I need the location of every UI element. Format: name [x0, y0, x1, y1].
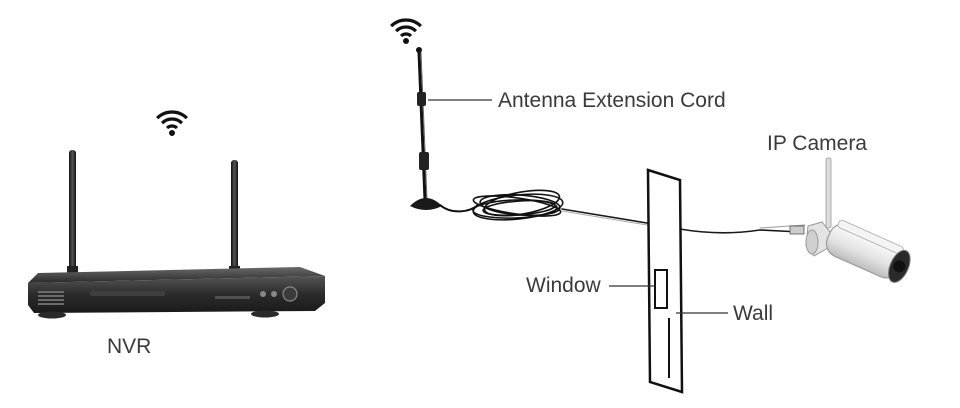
label-antenna-extension-cord: Antenna Extension Cord — [498, 89, 726, 112]
wall — [646, 168, 684, 394]
nvr-antenna-left — [69, 150, 76, 275]
label-window: Window — [526, 274, 601, 297]
label-wall: Wall — [733, 302, 774, 325]
label-nvr: NVR — [107, 335, 152, 358]
label-ip-camera: IP Camera — [767, 132, 867, 155]
ip-camera — [805, 157, 911, 283]
wifi-icon — [156, 110, 188, 136]
antenna-extension — [410, 47, 806, 235]
leader-lines — [428, 99, 728, 314]
nvr-device — [28, 150, 325, 319]
nvr-antenna-right — [231, 160, 238, 275]
wifi-icon — [390, 18, 422, 44]
